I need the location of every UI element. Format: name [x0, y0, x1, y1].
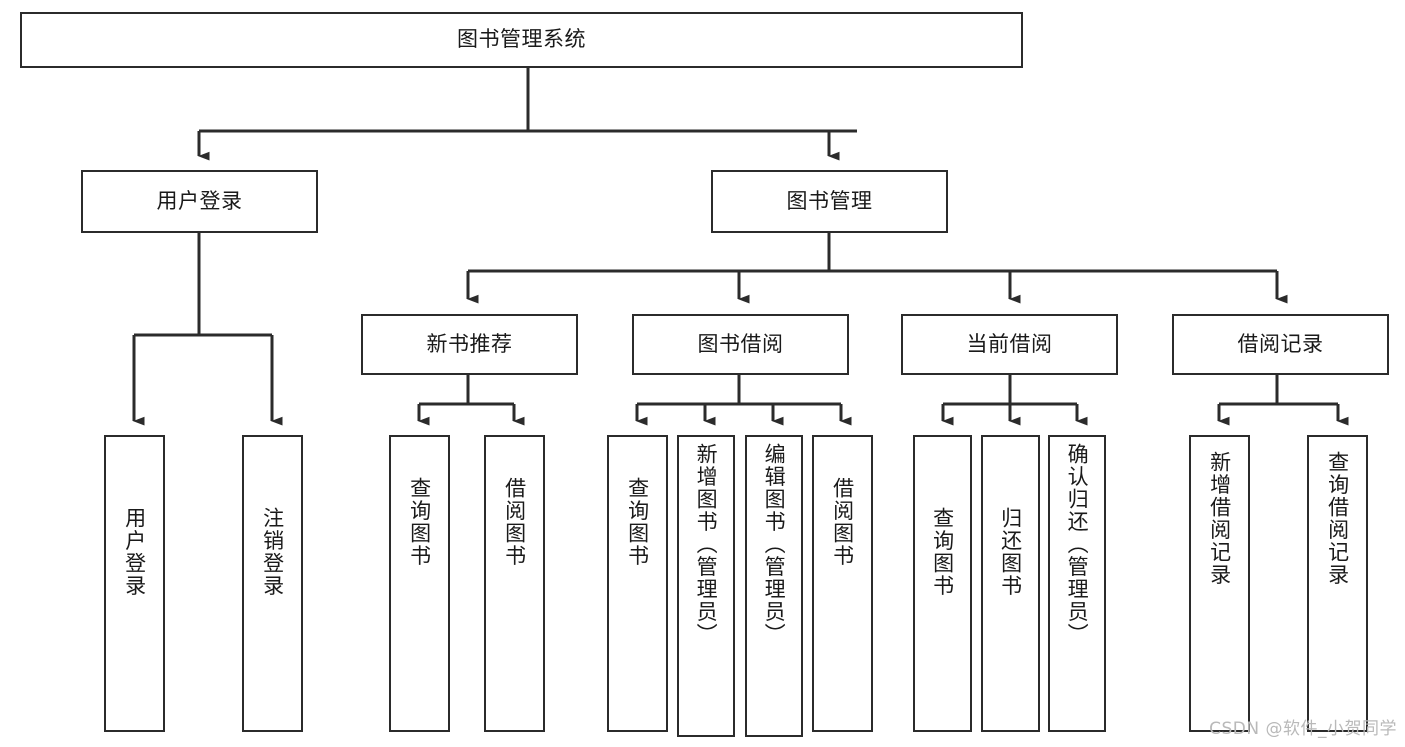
node-leaf-user-login[interactable]: 用户登录: [104, 435, 165, 732]
node-leaf-return-book[interactable]: 归还图书: [981, 435, 1040, 732]
node-leaf-query-book-3[interactable]: 查询图书: [913, 435, 972, 732]
node-label: 用户登录: [156, 188, 243, 213]
node-label: 新增图书（管理员）: [694, 443, 719, 646]
node-new-book-recommend[interactable]: 新书推荐: [361, 314, 578, 375]
node-label: 借阅图书: [830, 477, 855, 567]
node-label: 注销登录: [260, 507, 285, 597]
node-current-borrow[interactable]: 当前借阅: [901, 314, 1118, 375]
node-label: 借阅图书: [502, 477, 527, 567]
node-label: 图书管理: [786, 188, 873, 213]
node-label: 查询图书: [930, 507, 955, 597]
node-book-borrow[interactable]: 图书借阅: [632, 314, 849, 375]
node-leaf-logout-login[interactable]: 注销登录: [242, 435, 303, 732]
node-label: 图书借阅: [697, 331, 784, 356]
node-leaf-edit-book[interactable]: 编辑图书（管理员）: [745, 435, 803, 737]
node-label: 查询借阅记录: [1325, 451, 1350, 586]
node-leaf-query-record[interactable]: 查询借阅记录: [1307, 435, 1368, 732]
node-label: 新增借阅记录: [1207, 451, 1232, 586]
node-leaf-query-book-1[interactable]: 查询图书: [389, 435, 450, 732]
node-leaf-query-book-2[interactable]: 查询图书: [607, 435, 668, 732]
node-root-book-management-system[interactable]: 图书管理系统: [20, 12, 1023, 68]
node-label: 确认归还（管理员）: [1065, 443, 1090, 646]
node-leaf-borrow-book-1[interactable]: 借阅图书: [484, 435, 545, 732]
node-leaf-add-book[interactable]: 新增图书（管理员）: [677, 435, 735, 737]
node-leaf-add-record[interactable]: 新增借阅记录: [1189, 435, 1250, 732]
csdn-watermark: CSDN @软件_小贺同学: [1209, 719, 1397, 739]
node-label: 查询图书: [407, 477, 432, 567]
node-label: 查询图书: [625, 477, 650, 567]
node-label: 用户登录: [122, 507, 147, 597]
node-leaf-borrow-book-2[interactable]: 借阅图书: [812, 435, 873, 732]
node-label: 图书管理系统: [457, 27, 586, 52]
node-user-login[interactable]: 用户登录: [81, 170, 318, 233]
node-leaf-confirm-return[interactable]: 确认归还（管理员）: [1048, 435, 1106, 732]
node-label: 新书推荐: [426, 331, 513, 356]
node-label: 当前借阅: [966, 331, 1053, 356]
node-borrow-record[interactable]: 借阅记录: [1172, 314, 1389, 375]
node-label: 编辑图书（管理员）: [762, 443, 787, 646]
node-label: 借阅记录: [1237, 331, 1324, 356]
node-book-management[interactable]: 图书管理: [711, 170, 948, 233]
node-label: 归还图书: [998, 507, 1023, 597]
